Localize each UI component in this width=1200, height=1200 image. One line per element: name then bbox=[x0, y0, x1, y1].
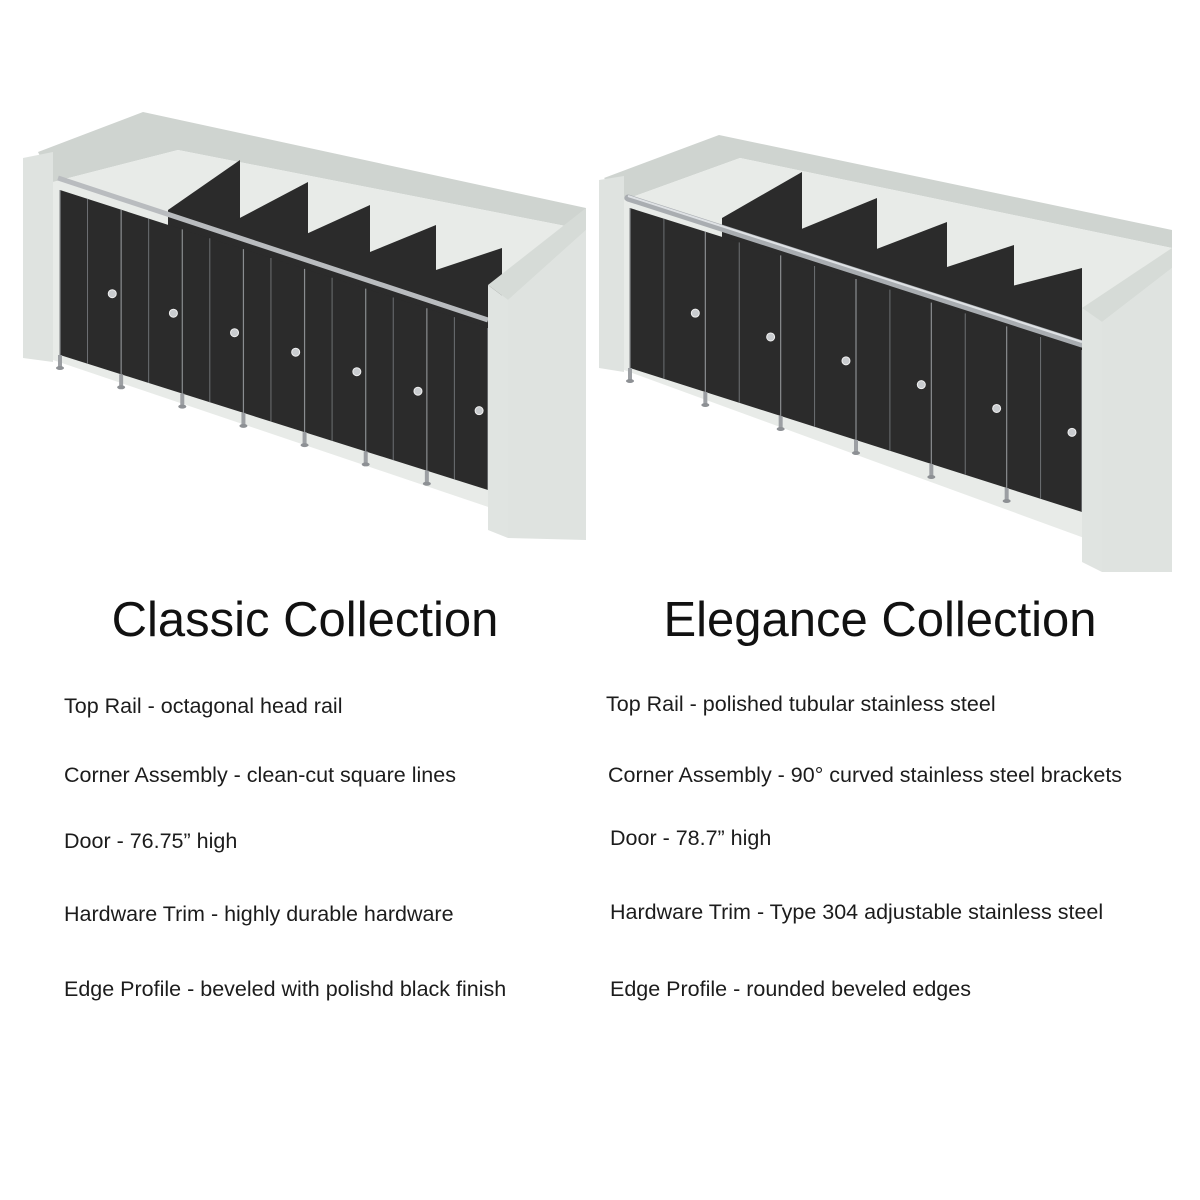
leveling-foot bbox=[628, 368, 632, 380]
right-wall-top bbox=[1082, 248, 1172, 322]
door-lock-icon bbox=[352, 367, 362, 377]
leveling-foot-base bbox=[422, 481, 431, 486]
leveling-foot-base bbox=[117, 385, 126, 390]
leveling-foot bbox=[703, 392, 708, 404]
left-wall bbox=[23, 152, 53, 362]
door-lock-icon bbox=[230, 328, 240, 338]
classic-spec-top-rail: Top Rail - octagonal head rail bbox=[64, 694, 343, 718]
leveling-foot bbox=[929, 464, 934, 476]
elegance-spec-edge-profile: Edge Profile - rounded beveled edges bbox=[610, 977, 971, 1001]
leveling-foot-base bbox=[852, 451, 860, 455]
leveling-foot-base bbox=[361, 462, 370, 467]
back-wall bbox=[38, 112, 586, 230]
head-rail bbox=[57, 175, 489, 323]
leveling-foot bbox=[778, 416, 783, 428]
right-wall-face bbox=[488, 285, 508, 538]
leveling-foot-base bbox=[56, 366, 64, 370]
right-wall-side bbox=[508, 230, 586, 540]
door-lock-icon bbox=[841, 356, 851, 366]
tubular-rail bbox=[624, 194, 1086, 348]
door-lock-icon bbox=[766, 332, 776, 342]
leveling-foot-base bbox=[626, 379, 634, 383]
elegance-partition-illustration bbox=[599, 135, 1172, 572]
door-lock-icon bbox=[107, 289, 117, 299]
door-lock-icon bbox=[413, 386, 423, 396]
leveling-foot-base bbox=[927, 475, 936, 479]
leveling-foot-base bbox=[1002, 499, 1011, 503]
leveling-foot-base bbox=[178, 404, 187, 409]
left-wall bbox=[599, 176, 624, 372]
classic-spec-corner-assembly: Corner Assembly - clean-cut square lines bbox=[64, 763, 456, 787]
door-lock-icon bbox=[291, 347, 301, 357]
leveling-foot bbox=[302, 432, 307, 445]
elegance-spec-top-rail: Top Rail - polished tubular stainless st… bbox=[606, 692, 996, 716]
classic-spec-edge-profile: Edge Profile - beveled with polishd blac… bbox=[64, 977, 507, 1001]
leveling-foot-base bbox=[239, 423, 248, 428]
door-lock-icon bbox=[916, 380, 926, 390]
leveling-foot bbox=[1004, 488, 1009, 500]
door-lock-icon bbox=[1067, 427, 1077, 437]
leveling-foot bbox=[58, 355, 62, 367]
leveling-foot bbox=[854, 440, 858, 452]
elegance-spec-door: Door - 78.7” high bbox=[610, 826, 772, 850]
leveling-foot bbox=[119, 374, 124, 387]
classic-collection-title: Classic Collection bbox=[111, 593, 499, 647]
classic-spec-hardware-trim: Hardware Trim - highly durable hardware bbox=[64, 902, 454, 926]
right-wall-top bbox=[488, 208, 586, 300]
right-wall-face bbox=[1082, 308, 1102, 572]
leveling-foot bbox=[424, 470, 429, 483]
classic-spec-door: Door - 76.75” high bbox=[64, 829, 238, 853]
leveling-foot-base bbox=[701, 403, 710, 407]
leveling-foot-base bbox=[776, 427, 785, 431]
right-wall-side bbox=[1102, 268, 1172, 572]
elegance-collection-title: Elegance Collection bbox=[663, 593, 1097, 647]
door-lock-icon bbox=[992, 403, 1002, 413]
tubular-rail-highlight bbox=[627, 195, 1083, 343]
front-doors bbox=[626, 208, 1083, 512]
door-lock-icon bbox=[690, 308, 700, 318]
elegance-spec-hardware-trim: Hardware Trim - Type 304 adjustable stai… bbox=[610, 900, 1104, 924]
door-lock-icon bbox=[168, 308, 178, 318]
leveling-foot bbox=[241, 412, 246, 425]
door-lock-icon bbox=[474, 406, 484, 416]
leveling-foot bbox=[180, 393, 185, 406]
elegance-spec-corner-assembly: Corner Assembly - 90° curved stainless s… bbox=[608, 763, 1123, 787]
classic-partition-illustration bbox=[23, 112, 586, 540]
leveling-foot bbox=[363, 451, 368, 464]
leveling-foot-base bbox=[300, 443, 309, 448]
